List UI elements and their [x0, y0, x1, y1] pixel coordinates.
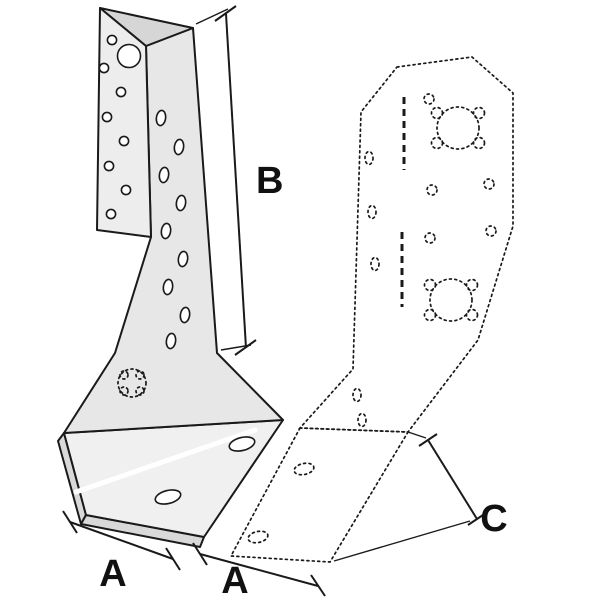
- dotted-holes: [247, 93, 497, 544]
- dimension-a-bottom: A: [192, 542, 326, 600]
- seat-holes: [154, 436, 256, 505]
- dotted-knockout-upper: [430, 106, 486, 150]
- flange-holes: [98, 34, 142, 220]
- dimension-b-label: B: [256, 160, 283, 202]
- dimension-a-left: A: [62, 510, 181, 595]
- dimension-b: B: [195, 5, 283, 356]
- dimension-a-bottom-label: A: [221, 560, 248, 600]
- solid-hanger: [57, 7, 284, 548]
- dotted-knockout-lower: [423, 278, 479, 322]
- dimension-a-left-label: A: [99, 553, 126, 595]
- seat-highlight: [73, 427, 258, 495]
- strap-front-face: [63, 27, 284, 434]
- strap-holes: [155, 109, 191, 350]
- dotted-hanger: [229, 56, 514, 563]
- dotted-plate-outline: [298, 56, 514, 433]
- flare-knockout-marks: [117, 368, 147, 398]
- dimension-c: C: [333, 431, 508, 562]
- left-flange-face: [96, 7, 152, 238]
- dimension-c-label: C: [480, 498, 507, 540]
- dotted-seat-outline: [229, 427, 410, 563]
